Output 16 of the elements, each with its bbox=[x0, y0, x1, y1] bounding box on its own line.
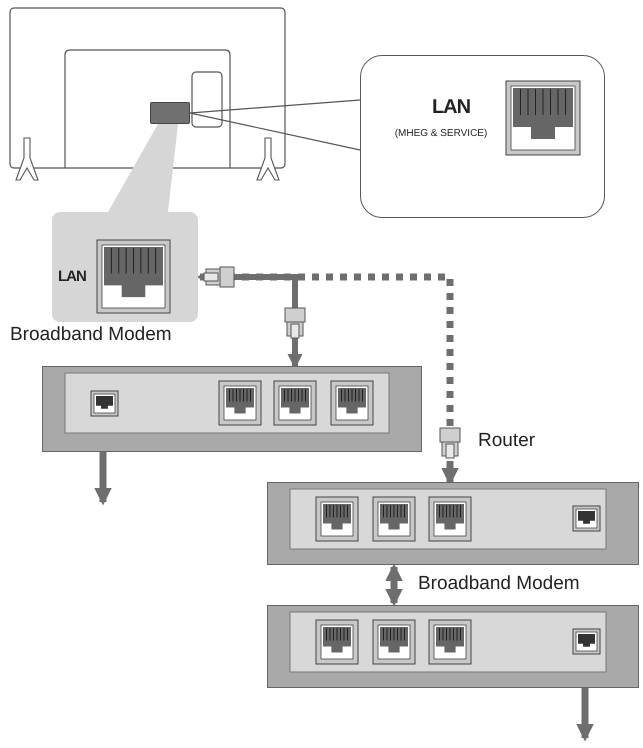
network-device bbox=[267, 482, 639, 565]
port-label: LAN bbox=[58, 268, 86, 285]
network-device bbox=[267, 605, 639, 688]
device-caption: Broadband Modem bbox=[10, 324, 172, 346]
cable-arrow bbox=[94, 452, 112, 506]
device-caption: Router bbox=[478, 430, 536, 452]
port-caption: (MHEG & SERVICE) bbox=[394, 128, 488, 139]
callout-lines bbox=[189, 99, 361, 151]
device-caption: Broadband Modem bbox=[418, 573, 580, 595]
callout-wedge bbox=[108, 124, 178, 212]
lan-port-box bbox=[150, 102, 190, 124]
cable-arrow bbox=[385, 564, 403, 606]
callout-bubble bbox=[360, 55, 605, 218]
cable-arrow bbox=[576, 688, 594, 742]
port-label: LAN bbox=[430, 96, 472, 119]
network-device bbox=[42, 366, 422, 452]
